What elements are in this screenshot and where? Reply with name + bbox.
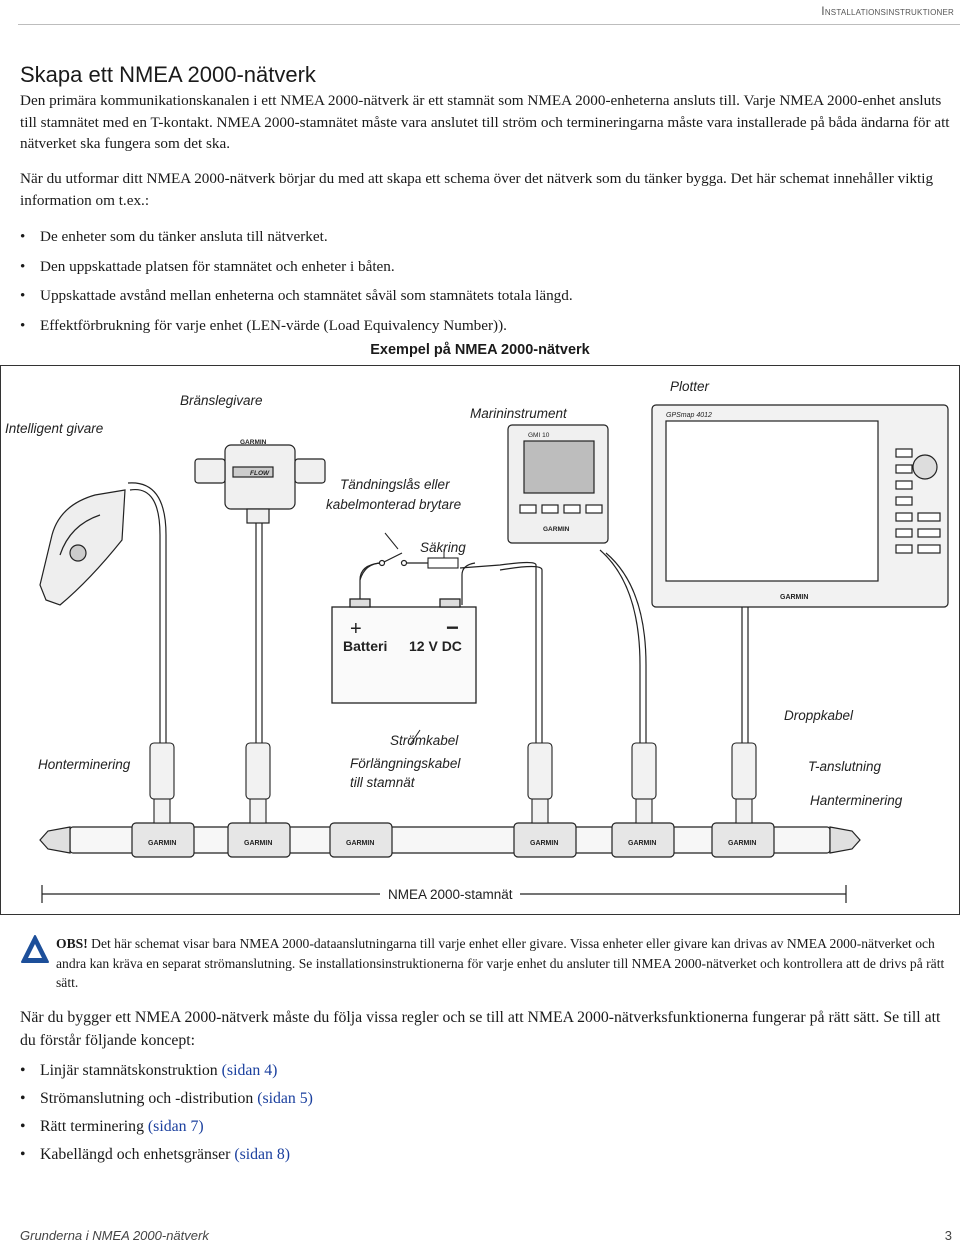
header-divider (18, 24, 960, 25)
battery-plus: + (350, 618, 362, 640)
fuel-sensor (194, 444, 326, 524)
battery-voltage: 12 V DC (409, 638, 462, 654)
ignition-switch (359, 552, 428, 581)
plotter-model-label: GPSmap 4012 (666, 412, 712, 419)
label-extension-1: Förlängningskabel (350, 756, 461, 771)
note-text: OBS! Det här schemat visar bara NMEA 200… (56, 934, 946, 993)
page-link[interactable]: (sidan 5) (257, 1090, 313, 1107)
list-item: Den uppskattade platsen för stamnätet oc… (20, 256, 940, 286)
concept-text: Rätt terminering (40, 1118, 148, 1135)
label-smart-sensor: Intelligent givare (5, 421, 103, 436)
label-extension-2: till stamnät (350, 775, 416, 790)
list-item: Rätt terminering (sidan 7) (20, 1116, 313, 1144)
brand-mark: GARMIN (346, 840, 374, 847)
page-title: Skapa ett NMEA 2000-nätverk (20, 62, 316, 87)
battery (331, 598, 477, 704)
label-marine-instrument: Marininstrument (470, 406, 568, 421)
page-link[interactable]: (sidan 8) (234, 1146, 291, 1163)
figure-title: Exempel på NMEA 2000-nätverk (370, 342, 590, 358)
label-power-cable: Strömkabel (390, 733, 459, 748)
smart-sensor (39, 489, 126, 606)
label-backbone: NMEA 2000-stamnät (388, 887, 513, 902)
page-link[interactable]: (sidan 4) (221, 1062, 278, 1079)
list-item: De enheter som du tänker ansluta till nä… (20, 226, 940, 256)
note-body: Det här schemat visar bara NMEA 2000-dat… (56, 936, 945, 990)
footer-title: Grunderna i NMEA 2000-nätverk (20, 1228, 209, 1243)
list-item: Uppskattade avstånd mellan enheterna och… (20, 285, 940, 315)
instrument-model-label: GMI 10 (528, 432, 550, 439)
brand-mark: GARMIN (240, 439, 267, 446)
note-label: OBS! (56, 936, 88, 951)
brand-mark: GARMIN (728, 840, 756, 847)
intro-paragraph-2: När du utformar ditt NMEA 2000-nätverk b… (20, 170, 934, 209)
battery-label: Batteri (343, 638, 387, 654)
page-number: 3 (944, 1228, 952, 1243)
label-plotter: Plotter (670, 379, 710, 394)
brand-mark: GARMIN (628, 840, 656, 847)
label-male-terminator: Hanterminering (810, 793, 903, 808)
concept-text: Kabellängd och enhetsgränser (40, 1146, 235, 1163)
label-female-terminator: Honterminering (38, 757, 131, 772)
label-fuel-sensor: Bränslegivare (180, 393, 263, 408)
info-icon (21, 935, 49, 963)
label-drop-cable: Droppkabel (784, 708, 854, 723)
list-item: Effektförbrukning för varje enhet (LEN-v… (20, 315, 940, 345)
list-item: Linjär stamnätskonstruktion (sidan 4) (20, 1060, 313, 1088)
backbone (39, 822, 861, 858)
drop-connectors (149, 742, 757, 824)
label-ignition-1: Tändningslås eller (340, 477, 450, 492)
concept-list: Linjär stamnätskonstruktion (sidan 4) St… (20, 1060, 313, 1172)
concept-text: Strömanslutning och -distribution (40, 1090, 258, 1107)
label-leaders (384, 532, 445, 746)
list-item: Strömanslutning och -distribution (sidan… (20, 1088, 313, 1116)
marine-instrument (507, 424, 609, 544)
label-fuse: Säkring (420, 540, 466, 555)
plotter (651, 404, 949, 608)
brand-mark: GARMIN (780, 594, 808, 601)
intro-paragraph-1: Den primära kommunikationskanalen i ett … (20, 92, 950, 152)
note-box: OBS! Det här schemat visar bara NMEA 200… (20, 934, 944, 992)
fuse (427, 557, 459, 569)
brand-mark: GARMIN (530, 840, 558, 847)
t-connector-brand-labels: GARMIN GARMIN GARMIN GARMIN GARMIN GARMI… (148, 840, 756, 847)
brand-mark: GARMIN (148, 840, 176, 847)
section-header: Installationsinstruktioner (821, 4, 954, 18)
brand-mark: GARMIN (543, 526, 570, 533)
design-info-list: De enheter som du tänker ansluta till nä… (20, 226, 940, 344)
concept-text: Linjär stamnätskonstruktion (40, 1062, 222, 1079)
list-item: Kabellängd och enhetsgränser (sidan 8) (20, 1144, 313, 1172)
label-ignition-2: kabelmonterad brytare (326, 497, 461, 512)
network-diagram: GARMIN GARMIN GARMIN GARMIN GARMIN GARMI… (0, 365, 960, 915)
battery-minus: − (446, 615, 459, 640)
brand-mark: GARMIN (244, 840, 272, 847)
page-link[interactable]: (sidan 7) (147, 1118, 204, 1135)
rules-intro: När du bygger ett NMEA 2000-nätverk måst… (20, 1009, 941, 1049)
backbone-dimension (41, 885, 847, 903)
label-t-connector: T-anslutning (808, 759, 882, 774)
flow-label: FLOW (250, 470, 270, 477)
cables (127, 482, 749, 743)
